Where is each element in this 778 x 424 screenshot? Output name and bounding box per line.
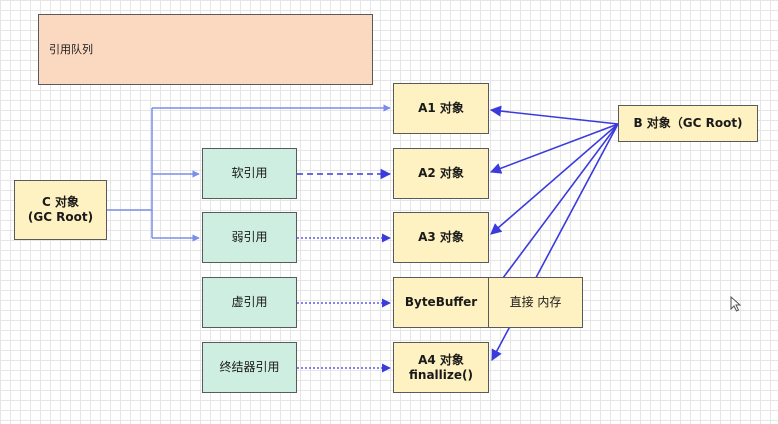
a2-object-label: A2 对象 <box>418 166 464 180</box>
c-object-root-label: (GC Root) <box>27 210 94 224</box>
finalizer-reference-label: 终结器引用 <box>219 360 280 374</box>
soft-reference-label: 软引用 <box>231 166 268 180</box>
soft-reference-box: 软引用 <box>202 148 297 199</box>
reference-links <box>297 168 392 373</box>
finalizer-reference-box: 终结器引用 <box>202 342 297 393</box>
weak-reference-label: 弱引用 <box>231 230 268 244</box>
b-object-box: B 对象（GC Root) <box>618 105 758 142</box>
reference-queue: 引用队列 <box>38 14 373 85</box>
phantom-reference-box: 虚引用 <box>202 277 297 328</box>
reference-queue-label: 引用队列 <box>49 43 93 56</box>
a4-finalize-label: finallize() <box>409 367 473 382</box>
c-strong-references <box>106 104 391 242</box>
a1-object-box: A1 对象 <box>393 83 489 134</box>
mouse-pointer-icon <box>730 296 742 312</box>
arrow-b-to-a1 <box>489 105 619 125</box>
a4-object-label: A4 对象 <box>418 352 464 367</box>
c-object-box: C 对象 (GC Root) <box>14 180 107 240</box>
phantom-reference-label: 虚引用 <box>231 295 268 309</box>
a4-object-box: A4 对象 finallize() <box>393 342 489 393</box>
bytebuffer-box: ByteBuffer <box>393 277 489 328</box>
a3-object-label: A3 对象 <box>418 230 464 244</box>
a1-object-label: A1 对象 <box>418 101 464 115</box>
arrow-b-to-bytebuffer <box>487 123 619 299</box>
arrow-b-to-a3 <box>490 123 619 235</box>
direct-memory-label: 直接 内存 <box>509 295 562 309</box>
direct-memory-box: 直接 内存 <box>488 277 583 328</box>
arrow-b-to-a2 <box>489 123 619 174</box>
a2-object-box: A2 对象 <box>393 148 489 199</box>
bytebuffer-label: ByteBuffer <box>404 295 478 309</box>
c-object-label: C 对象 <box>42 195 79 209</box>
a3-object-box: A3 对象 <box>393 212 489 263</box>
b-object-label: B 对象（GC Root) <box>633 116 743 130</box>
weak-reference-box: 弱引用 <box>202 212 297 263</box>
